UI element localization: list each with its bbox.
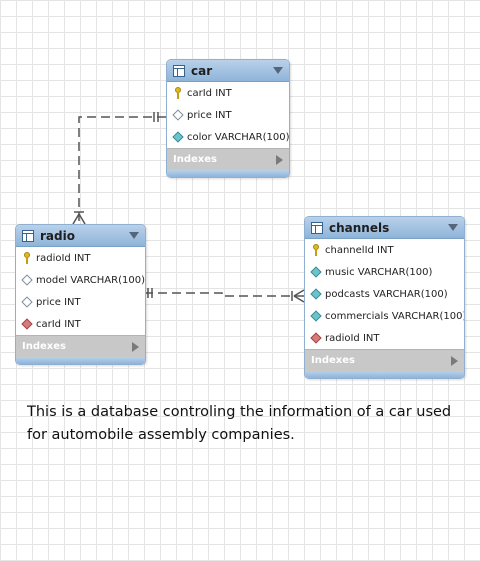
table-name: channels	[329, 220, 390, 235]
column-row[interactable]: model VARCHAR(100)	[16, 269, 145, 291]
foreign-key-icon	[310, 332, 322, 344]
relationship-car-radio[interactable]	[72, 112, 166, 225]
table-radio[interactable]: radio radioId INT model VARCHAR(100) pri…	[15, 224, 146, 365]
table-icon	[173, 64, 185, 77]
diagram-caption: This is a database controling the inform…	[27, 404, 452, 443]
primary-key-icon	[172, 87, 184, 99]
column-label: color VARCHAR(100)	[187, 131, 290, 143]
column-row[interactable]: podcasts VARCHAR(100)	[305, 283, 464, 305]
indexes-bar[interactable]: Indexes	[167, 148, 289, 170]
column-label: price INT	[187, 109, 232, 121]
column-row[interactable]: carId INT	[167, 82, 289, 104]
column-label: model VARCHAR(100)	[36, 274, 145, 286]
table-name: radio	[40, 228, 75, 243]
table-icon	[311, 221, 323, 234]
expand-arrow-icon[interactable]	[132, 341, 139, 352]
table-channels[interactable]: channels channelId INT music VARCHAR(100…	[304, 216, 465, 379]
column-label: music VARCHAR(100)	[325, 266, 433, 278]
column-label: commercials VARCHAR(100)	[325, 310, 465, 322]
column-row[interactable]: price INT	[167, 104, 289, 126]
indexes-label: Indexes	[311, 355, 355, 366]
column-row[interactable]: commercials VARCHAR(100)	[305, 305, 464, 327]
column-label: carId INT	[36, 318, 81, 330]
column-diamond-icon	[21, 274, 33, 286]
column-row[interactable]: music VARCHAR(100)	[305, 261, 464, 283]
column-label: price INT	[36, 296, 81, 308]
table-header[interactable]: radio	[16, 225, 145, 247]
column-label: channelId INT	[325, 244, 394, 256]
foreign-key-icon	[21, 318, 33, 330]
table-car[interactable]: car carId INT price INT color VARCHAR(10…	[166, 59, 290, 178]
table-footer	[305, 371, 464, 378]
not-null-column-icon	[310, 266, 322, 278]
indexes-bar[interactable]: Indexes	[305, 349, 464, 371]
table-name: car	[191, 63, 213, 78]
dropdown-arrow-icon[interactable]	[448, 224, 458, 231]
column-row[interactable]: radioId INT	[305, 327, 464, 349]
not-null-column-icon	[310, 310, 322, 322]
indexes-label: Indexes	[22, 341, 66, 352]
column-diamond-icon	[21, 296, 33, 308]
not-null-column-icon	[310, 288, 322, 300]
table-header[interactable]: car	[167, 60, 289, 82]
relationship-radio-channels[interactable]	[144, 288, 305, 303]
indexes-bar[interactable]: Indexes	[16, 335, 145, 357]
dropdown-arrow-icon[interactable]	[273, 67, 283, 74]
column-label: podcasts VARCHAR(100)	[325, 288, 448, 300]
column-diamond-icon	[172, 109, 184, 121]
table-footer	[167, 170, 289, 177]
indexes-label: Indexes	[173, 154, 217, 165]
table-icon	[22, 229, 34, 242]
expand-arrow-icon[interactable]	[276, 154, 283, 165]
table-header[interactable]: channels	[305, 217, 464, 239]
column-label: carId INT	[187, 87, 232, 99]
column-row[interactable]: carId INT	[16, 313, 145, 335]
primary-key-icon	[21, 252, 33, 264]
dropdown-arrow-icon[interactable]	[129, 232, 139, 239]
column-row[interactable]: color VARCHAR(100)	[167, 126, 289, 148]
table-footer	[16, 357, 145, 364]
column-row[interactable]: price INT	[16, 291, 145, 313]
column-row[interactable]: radioId INT	[16, 247, 145, 269]
expand-arrow-icon[interactable]	[451, 355, 458, 366]
not-null-column-icon	[172, 131, 184, 143]
column-label: radioId INT	[36, 252, 91, 264]
column-label: radioId INT	[325, 332, 380, 344]
primary-key-icon	[310, 244, 322, 256]
column-row[interactable]: channelId INT	[305, 239, 464, 261]
